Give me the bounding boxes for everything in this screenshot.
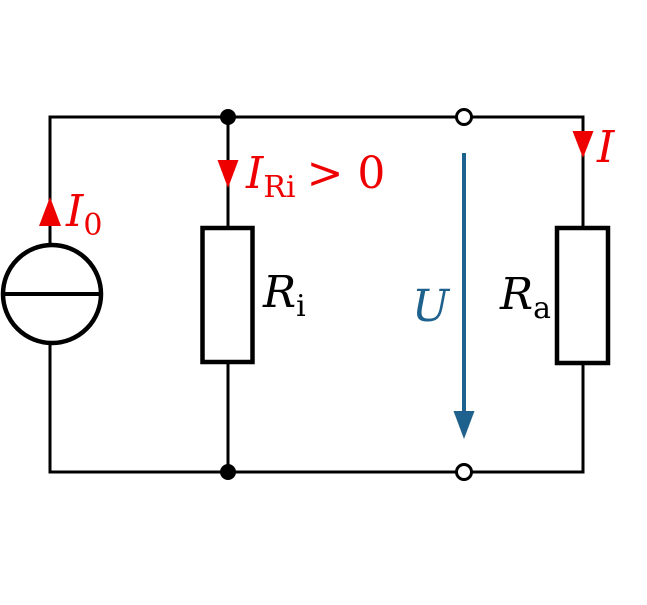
label-load-resistor: Ra xyxy=(499,269,551,326)
junction-node-top-icon xyxy=(220,109,236,125)
current-source-icon xyxy=(0,242,104,346)
arrow-source-current-icon xyxy=(39,197,61,226)
resistor-load-body xyxy=(554,225,611,366)
junction-node-bottom-icon xyxy=(220,464,236,480)
terminal-bottom-icon xyxy=(455,463,473,481)
label-voltage: U xyxy=(412,281,451,332)
resistor-internal-body xyxy=(200,225,255,365)
label-source-current: I0 xyxy=(65,186,102,243)
arrow-load-current-icon xyxy=(572,131,594,158)
terminal-top-icon xyxy=(455,108,473,126)
label-internal-resistor: Ri xyxy=(262,267,306,324)
voltage-arrow-head-icon xyxy=(453,411,475,439)
label-load-current: I xyxy=(596,122,616,173)
label-internal-current: IRi> 0 xyxy=(245,148,385,205)
arrow-internal-current-icon xyxy=(217,160,239,188)
